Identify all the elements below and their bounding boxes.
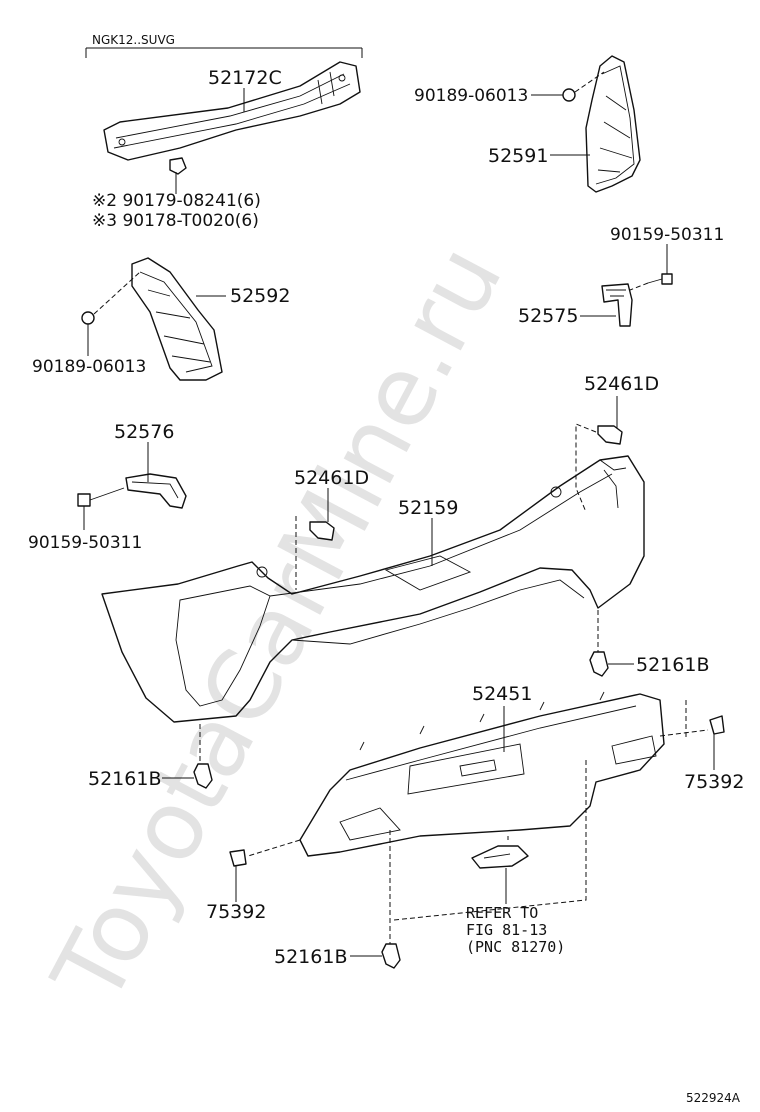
bracket-52172c[interactable] [103, 61, 361, 161]
label-52161b-right: 52161B [636, 654, 709, 676]
bracket-52575[interactable] [601, 283, 633, 327]
label-52159: 52159 [398, 497, 458, 519]
clip-52461d-right[interactable] [597, 425, 623, 445]
label-52161b-left: 52161B [88, 768, 161, 790]
label-refer-line-1: REFER TO [466, 904, 538, 922]
label-75392-left: 75392 [206, 901, 266, 923]
watermark-text: ToyotaCarMine.ru [31, 228, 524, 1022]
clip-52161b-bottom[interactable] [381, 943, 401, 969]
label-refer-line-3: (PNC 81270) [466, 938, 565, 956]
label-52576: 52576 [114, 421, 174, 443]
license-lamp[interactable] [471, 845, 529, 869]
label-90189-top: 90189-06013 [414, 86, 528, 106]
bracket-52576[interactable] [125, 473, 187, 509]
label-90178: ※3 90178-T0020(6) [92, 211, 259, 231]
label-52172c: 52172C [208, 67, 282, 89]
bumper-cover-52159[interactable] [101, 455, 645, 723]
nut-90189-left[interactable] [81, 311, 95, 325]
bracket-52592[interactable] [131, 257, 223, 381]
label-90159-left: 90159-50311 [28, 533, 142, 553]
label-52451: 52451 [472, 683, 532, 705]
label-90189-left: 90189-06013 [32, 357, 146, 377]
clip-52461d-mid[interactable] [309, 521, 335, 541]
diagram-id: 522924A [686, 1091, 741, 1105]
clip-52161b-right[interactable] [589, 651, 609, 677]
label-52591: 52591 [488, 145, 548, 167]
label-52575: 52575 [518, 305, 578, 327]
screw-90159-left[interactable] [77, 487, 125, 507]
label-52461d-mid: 52461D [294, 467, 369, 489]
clip-75392-right[interactable] [709, 715, 725, 735]
clip-52161b-left[interactable] [193, 763, 213, 789]
label-52592: 52592 [230, 285, 290, 307]
label-75392-right: 75392 [684, 771, 744, 793]
label-ngk-variant: NGK12..SUVG [92, 33, 175, 47]
label-90179: ※2 90179-08241(6) [92, 191, 261, 211]
clip-90179[interactable] [169, 157, 187, 175]
clip-75392-left[interactable] [229, 849, 247, 867]
diffuser-52451[interactable] [299, 691, 665, 857]
label-52461d-right: 52461D [584, 373, 659, 395]
label-refer-line-2: FIG 81-13 [466, 921, 547, 939]
bracket-52591[interactable] [585, 55, 641, 193]
label-52161b-bottom: 52161B [274, 946, 347, 968]
screw-90159-right[interactable] [647, 273, 673, 285]
label-90159-right: 90159-50311 [610, 225, 724, 245]
nut-90189-top[interactable] [562, 88, 576, 102]
